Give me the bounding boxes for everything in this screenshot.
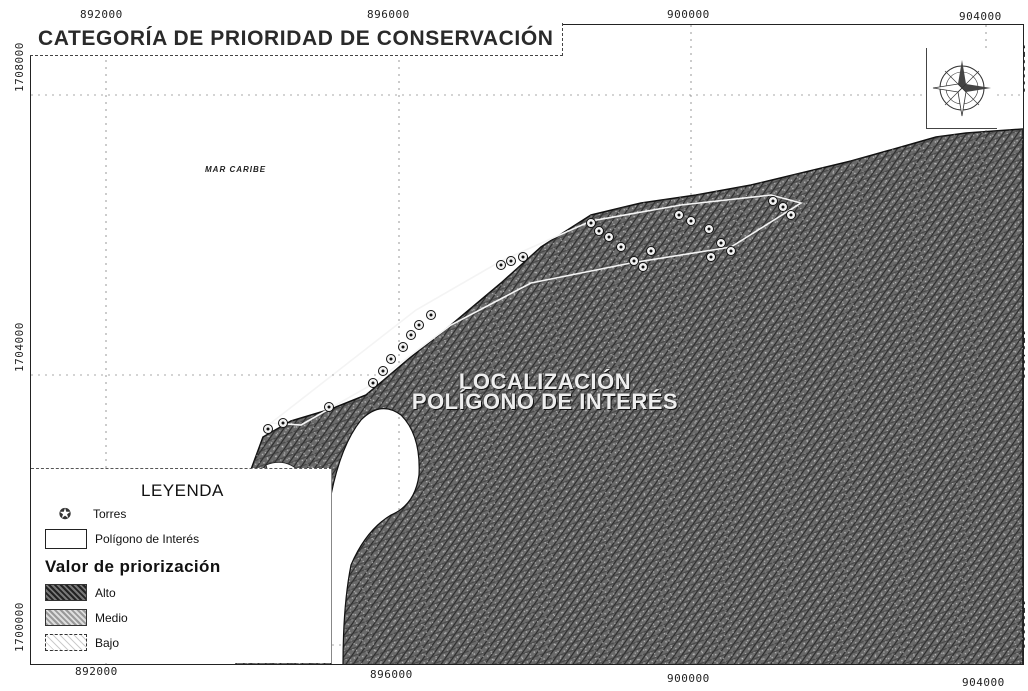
tower-icon (398, 342, 408, 352)
tower-icon (386, 354, 396, 364)
tower-icon (646, 246, 656, 256)
land-texture-overlay (236, 129, 1023, 664)
legend-medium-label: Medio (95, 610, 128, 625)
legend-row-low: Bajo (45, 634, 119, 651)
towers-layer (263, 196, 796, 434)
coord-top-896000: 896000 (367, 8, 410, 21)
tower-icon (716, 238, 726, 248)
tower-icon (604, 232, 614, 242)
tower-icon (426, 310, 436, 320)
coord-left-1708000: 1708000 (13, 42, 26, 92)
tower-icon (278, 418, 288, 428)
tower-icon (706, 252, 716, 262)
tower-icon (324, 402, 334, 412)
legend: LEYENDA ✪ Torres Polígono de Interés Val… (31, 468, 332, 663)
legend-row-towers: ✪ Torres (45, 505, 127, 523)
coord-top-904000: 904000 (959, 10, 1002, 23)
tower-icon (629, 256, 639, 266)
tower-icon (674, 210, 684, 220)
bay-water (330, 408, 420, 664)
coord-bottom-900000: 900000 (667, 672, 710, 685)
coord-top-892000: 892000 (80, 8, 123, 21)
legend-title: LEYENDA (141, 481, 224, 500)
tower-icon (638, 262, 648, 272)
tower-icon (506, 256, 516, 266)
tower-icon (686, 216, 696, 226)
sea-label: MAR CARIBE (205, 165, 267, 174)
legend-towers-label: Torres (93, 507, 127, 521)
medium-swatch-icon (45, 609, 87, 626)
coord-bottom-896000: 896000 (370, 668, 413, 681)
tower-icon (594, 226, 604, 236)
tower-icon (586, 218, 596, 228)
tower-icon (768, 196, 778, 206)
coord-top-900000: 900000 (667, 8, 710, 21)
coord-bottom-892000: 892000 (75, 665, 118, 678)
tower-icon (414, 320, 424, 330)
area-label: LOCALIZACIÓN POLÍGONO DE INTERÉS (405, 369, 685, 414)
tower-icon (616, 242, 626, 252)
high-swatch-icon (45, 584, 87, 601)
legend-low-label: Bajo (95, 635, 120, 650)
coord-left-1700000: 1700000 (13, 602, 26, 652)
tower-icon (778, 202, 788, 212)
coord-left-1704000: 1704000 (13, 322, 26, 372)
legend-row-medium: Medio (45, 609, 128, 626)
tower-icon (378, 366, 388, 376)
tower-icon (263, 424, 273, 434)
tower-icon (368, 378, 378, 388)
compass-icon (926, 48, 997, 129)
tower-icon (406, 330, 416, 340)
polygon-swatch-icon (45, 529, 87, 549)
tower-icon (704, 224, 714, 234)
coord-bottom-904000: 904000 (962, 676, 1005, 689)
tower-icon (518, 252, 528, 262)
legend-high-label: Alto (95, 585, 116, 600)
legend-polygon-label: Polígono de Interés (95, 532, 200, 546)
map-canvas (31, 25, 1023, 664)
low-swatch-icon (45, 634, 87, 651)
area-label-line1: LOCALIZACIÓN (458, 369, 632, 394)
area-label-line2: POLÍGONO DE INTERÉS (411, 389, 679, 414)
legend-row-high: Alto (45, 584, 116, 601)
tower-icon (786, 210, 796, 220)
tower-icon (496, 260, 506, 270)
tower-icon (726, 246, 736, 256)
map-title: CATEGORÍA DE PRIORIDAD DE CONSERVACIÓN (30, 23, 563, 56)
tower-icon: ✪ (58, 506, 72, 523)
legend-subtitle: Valor de priorización (45, 557, 221, 576)
legend-row-polygon: Polígono de Interés (45, 529, 199, 549)
